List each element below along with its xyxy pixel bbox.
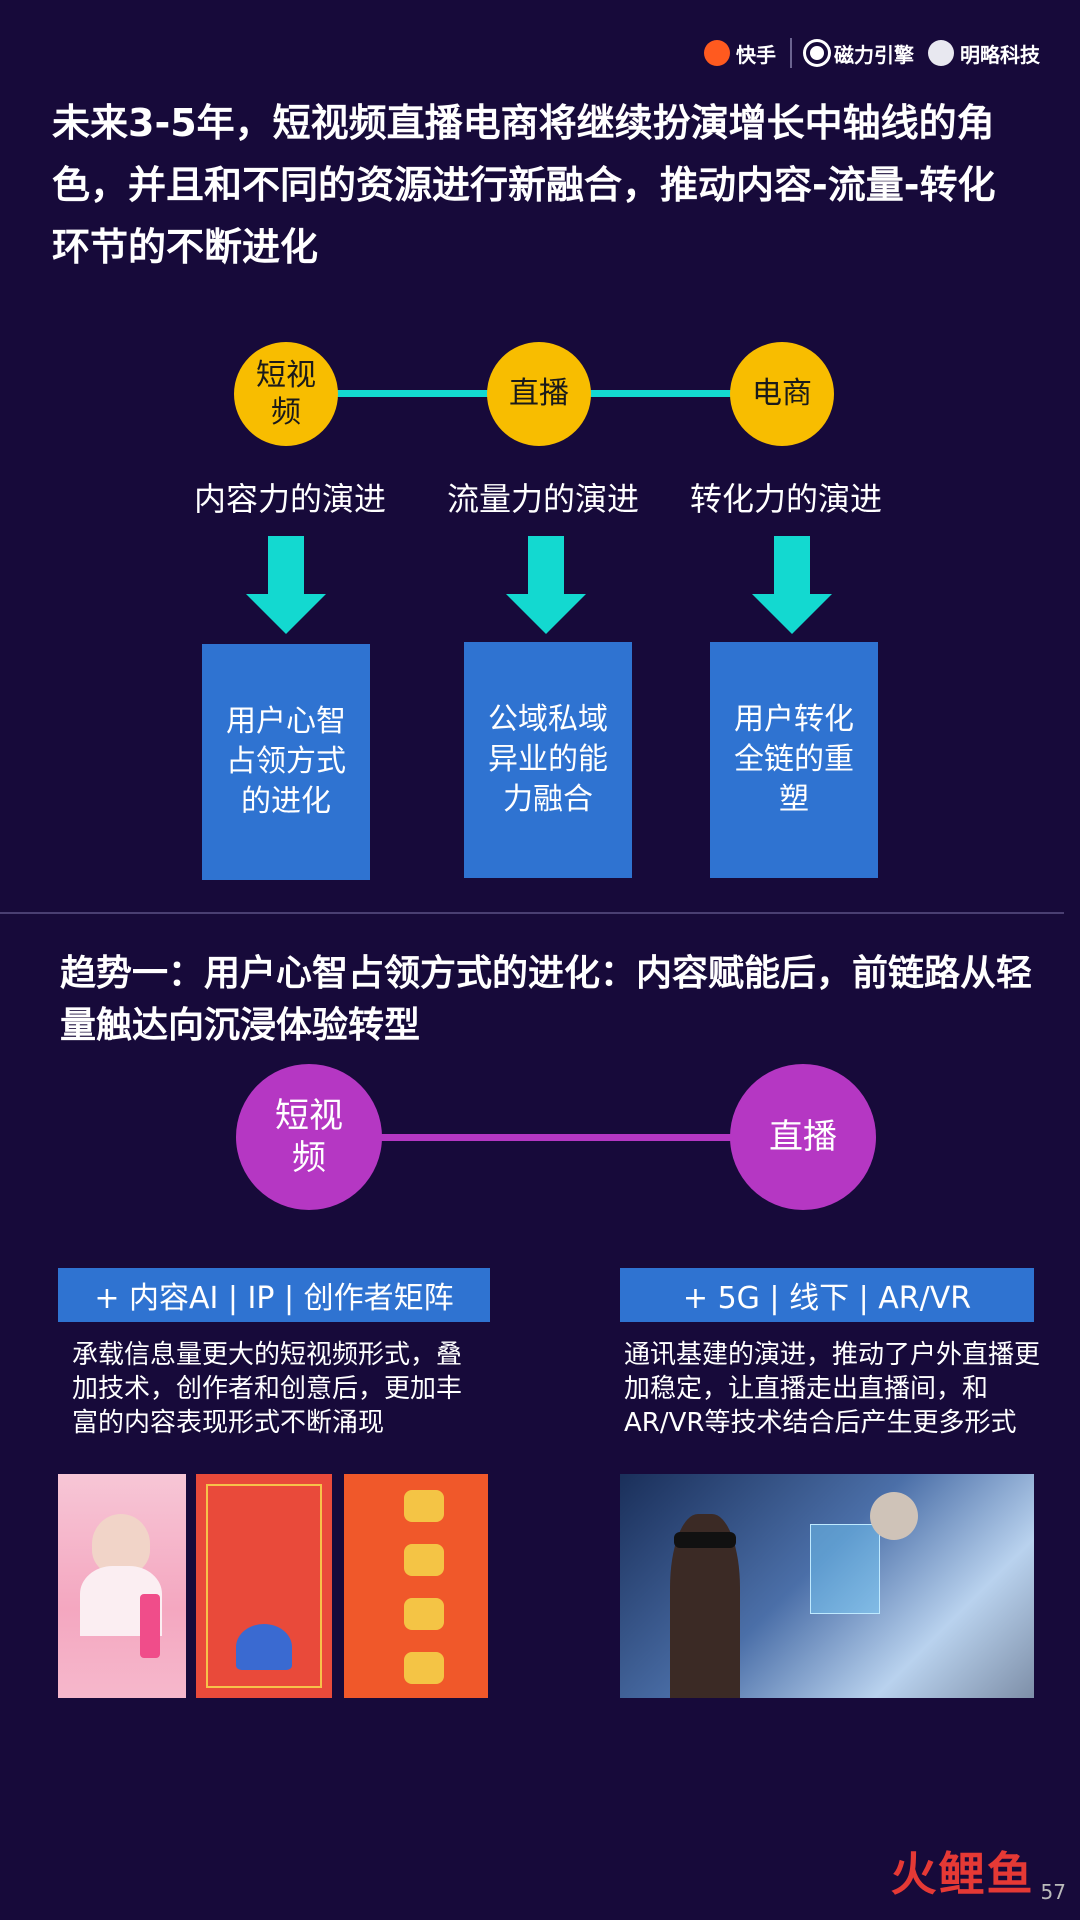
down-arrow-icon (506, 536, 586, 634)
section1-title: 未来3-5年，短视频直播电商将继续扮演增长中轴线的角色，并且和不同的资源进行新融… (52, 101, 996, 269)
desc-left: 承载信息量更大的短视频形式，叠加技术，创作者和创意后，更加丰富的内容表现形式不断… (72, 1340, 463, 1438)
city-ip-poster-image (344, 1474, 488, 1698)
cili-logo: 磁力引擎 (806, 39, 914, 68)
node-ecommerce: 电商 (730, 342, 834, 446)
page-number: 57 (1040, 1880, 1066, 1904)
logo-separator (790, 38, 792, 68)
box-conversion-chain: 用户转化 全链的重 塑 (710, 642, 878, 878)
flow-line-bottom (380, 1134, 740, 1141)
node-live: 直播 (487, 342, 591, 446)
mininglamp-logo: 明略科技 (928, 39, 1040, 68)
mininglamp-logo-text: 明略科技 (960, 42, 1040, 67)
box-mindshare: 用户心智 占领方式 的进化 (202, 644, 370, 880)
kuaishou-logo-icon (704, 40, 730, 66)
cosmetics-ad-image (58, 1474, 186, 1698)
label-conversion-power: 转化力的演进 (689, 480, 882, 518)
tag-content-ai: + 内容AI | IP | 创作者矩阵 (58, 1268, 490, 1322)
node-short-video-2: 短视 频 (236, 1064, 382, 1210)
heritage-poster-image (196, 1474, 332, 1698)
down-arrow-icon (246, 536, 326, 634)
section-divider (0, 912, 1064, 914)
node-short-video: 短视 频 (234, 342, 338, 446)
box-domain-fusion: 公域私域 异业的能 力融合 (464, 642, 632, 878)
section2-title: 趋势一：用户心智占领方式的进化：内容赋能后，前链路从轻量触达向沉浸体验转型 (60, 953, 1033, 1046)
mininglamp-logo-icon (928, 40, 954, 66)
label-traffic-power: 流量力的演进 (446, 480, 639, 518)
desc-right: 通讯基建的演进，推动了户外直播更加稳定，让直播走出直播间，和AR/VR等技术结合… (624, 1340, 1041, 1438)
node-live-2: 直播 (730, 1064, 876, 1210)
kuaishou-logo: 快手 (704, 39, 776, 68)
kuaishou-logo-text: 快手 (736, 42, 776, 67)
footer: 火鲤鱼 57 (891, 1838, 1066, 1904)
header-logos: 快手 磁力引擎 明略科技 (704, 38, 1040, 68)
down-arrow-icon (752, 536, 832, 634)
watermark: 火鲤鱼 (890, 1847, 1035, 1901)
cili-logo-text: 磁力引擎 (834, 42, 914, 67)
ar-vr-image (620, 1474, 1034, 1698)
cili-logo-icon (806, 42, 828, 64)
tag-5g: + 5G | 线下 | AR/VR (620, 1268, 1034, 1322)
label-content-power: 内容力的演进 (193, 480, 386, 518)
